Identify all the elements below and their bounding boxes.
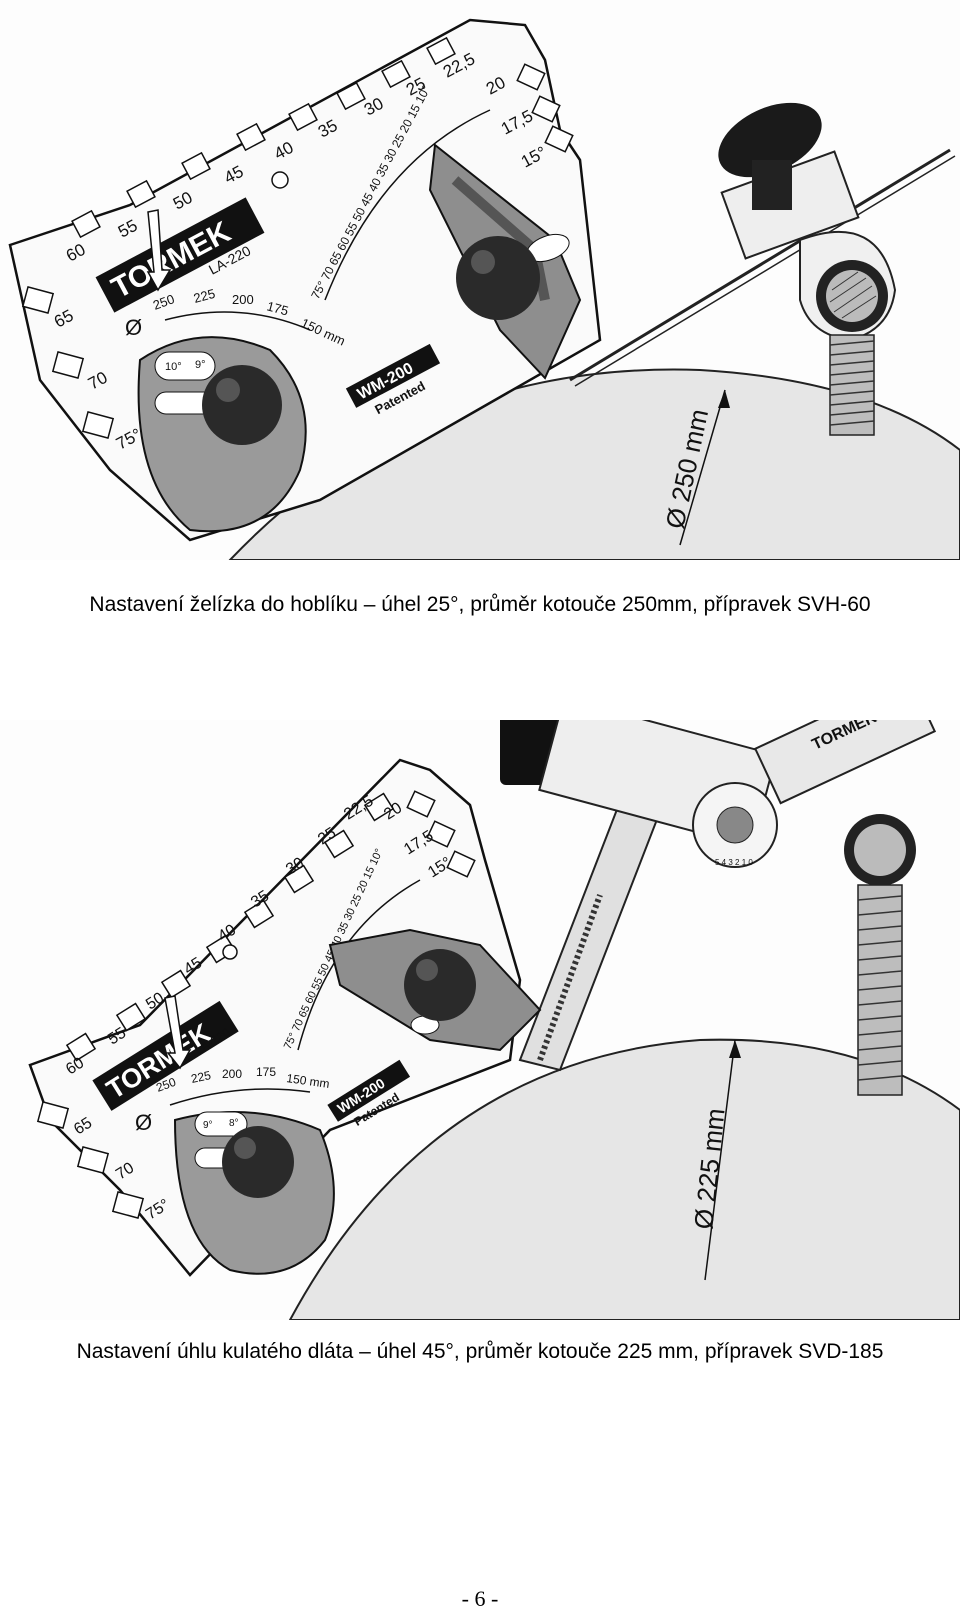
hex-bolt xyxy=(716,806,754,844)
notch-label: 55 xyxy=(105,1024,129,1048)
diameter-scale-label: 225 xyxy=(192,286,217,306)
small-dial-label: 10° xyxy=(165,361,182,373)
notch-label: 50 xyxy=(143,989,167,1013)
diameter-symbol: Ø xyxy=(135,1110,152,1135)
knob-black xyxy=(718,102,822,178)
diameter-scale-label: 200 xyxy=(232,292,254,307)
small-dial-label: 9° xyxy=(203,1120,213,1131)
support-bar xyxy=(569,148,951,382)
jig-knob xyxy=(404,949,476,1021)
figure-2-illustration: 5 4 3 2 1 0 TORMEK xyxy=(0,720,960,1320)
support-clamp xyxy=(718,102,897,436)
diameter-scale-label: 150 mm xyxy=(286,1071,331,1091)
pointer-arrow xyxy=(164,995,192,1070)
hole xyxy=(271,171,289,189)
diameter-scale-label: 175 xyxy=(256,1065,276,1079)
diameter-symbol: Ø xyxy=(125,315,142,340)
small-dial-label: 9° xyxy=(195,359,206,371)
diameter-arrow xyxy=(679,389,726,546)
diameter-scale-label: 250 xyxy=(154,1075,178,1095)
notch-label: 25 xyxy=(315,824,339,848)
diameter-scale-label: 250 xyxy=(151,291,177,313)
diameter-scale-label: 175 xyxy=(265,298,290,318)
dial-knob xyxy=(202,365,282,445)
figure-1-caption: Nastavení želízka do hoblíku – úhel 25°,… xyxy=(89,593,871,616)
page-number: - 6 - xyxy=(461,1586,499,1611)
notch-label: 35 xyxy=(248,887,272,911)
diameter-scale-label: 225 xyxy=(190,1068,213,1086)
brand-logo-box xyxy=(92,1000,239,1111)
diameter-scale-label: 200 xyxy=(222,1067,242,1081)
pointer-arrow xyxy=(146,209,172,292)
notch-label: 60 xyxy=(63,1054,87,1078)
small-dial-label: 8° xyxy=(229,1118,239,1129)
side-label: 65 xyxy=(71,1114,95,1138)
notch-label: 20 xyxy=(381,799,405,823)
brand-logo-box xyxy=(95,197,265,313)
figure-2-caption: Nastavení úhlu kulatého dláta – úhel 45°… xyxy=(76,1340,884,1363)
jig-knob xyxy=(456,236,540,320)
svd-jig: 5 4 3 2 1 0 TORMEK xyxy=(500,720,937,1096)
diameter-arrow xyxy=(704,1039,736,1281)
notch-label: 45 xyxy=(181,954,205,978)
scale-digits: 5 4 3 2 1 0 xyxy=(715,858,753,867)
figure-1-illustration: 60 55 50 45 40 35 30 25 22,5 20 17,5 15°… xyxy=(0,0,960,560)
hole xyxy=(222,944,238,960)
notch-label: 30 xyxy=(283,854,307,878)
notch-label: 40 xyxy=(215,921,239,945)
dial-knob xyxy=(222,1126,294,1198)
angle-setter-plate xyxy=(28,758,522,1277)
side-label: 70 xyxy=(113,1159,137,1183)
